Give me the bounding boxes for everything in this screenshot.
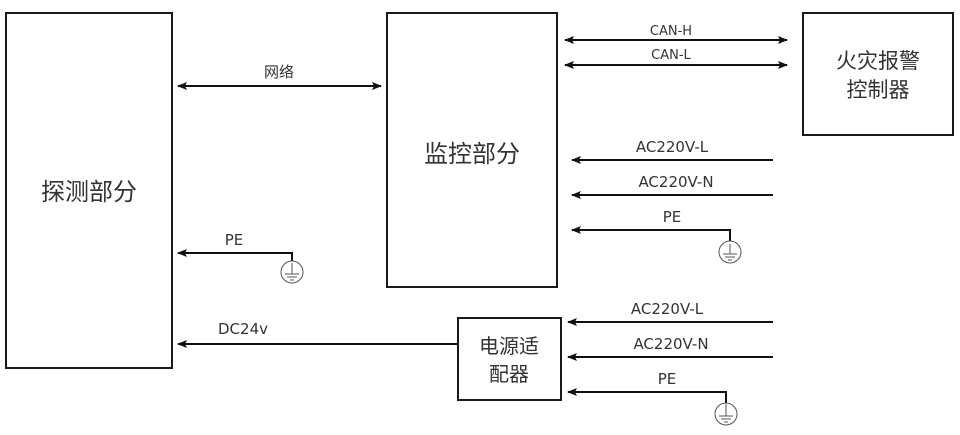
detection-pe-connection: PE [177,231,304,284]
dc24v-label: DC24v [218,320,268,338]
monitor-pe-connection: PE [571,208,742,264]
can-h-connection: CAN-H [564,24,788,44]
power-adapter-block: 电源适 配器 [457,317,562,401]
adapter-pe-label: PE [658,370,677,388]
monitor-ac-n-connection: AC220V-N [571,173,773,199]
monitor-pe-label: PE [663,208,682,226]
network-label: 网络 [264,63,294,81]
can-l-connection: CAN-L [564,48,788,69]
ground-icon [714,402,738,426]
monitoring-block-label: 监控部分 [424,140,520,168]
adapter-ac-l-connection: AC220V-L [567,300,773,326]
fire-alarm-controller-block: 火灾报警 控制器 [802,12,954,136]
monitor-ac-l-label: AC220V-L [636,138,709,156]
detection-pe-arrow [177,249,293,263]
adapter-ac-n-label: AC220V-N [633,335,708,353]
monitor-ac-n-label: AC220V-N [638,173,713,191]
ground-icon [718,240,742,264]
can-h-label: CAN-H [650,24,692,39]
ground-icon [280,260,304,284]
dc24v-connection: DC24v [177,320,458,348]
fire-alarm-controller-label-line1: 火灾报警 [836,49,920,73]
adapter-ac-l-label: AC220V-L [631,300,704,318]
power-adapter-label-line2: 配器 [489,362,529,386]
detection-pe-label: PE [225,231,244,249]
adapter-pe-arrow [567,388,727,404]
detection-block-label: 探测部分 [41,178,137,206]
power-adapter-label-line1: 电源适 [479,334,539,358]
network-connection: 网络 [177,63,382,90]
adapter-ac-n-connection: AC220V-N [567,335,773,361]
detection-block: 探测部分 [5,12,173,369]
can-l-label: CAN-L [651,48,691,63]
monitor-ac-l-connection: AC220V-L [571,138,773,164]
monitoring-block: 监控部分 [386,12,558,288]
fire-alarm-controller-label-line2: 控制器 [847,78,910,102]
adapter-pe-connection: PE [567,370,738,426]
monitor-pe-arrow [571,226,731,250]
